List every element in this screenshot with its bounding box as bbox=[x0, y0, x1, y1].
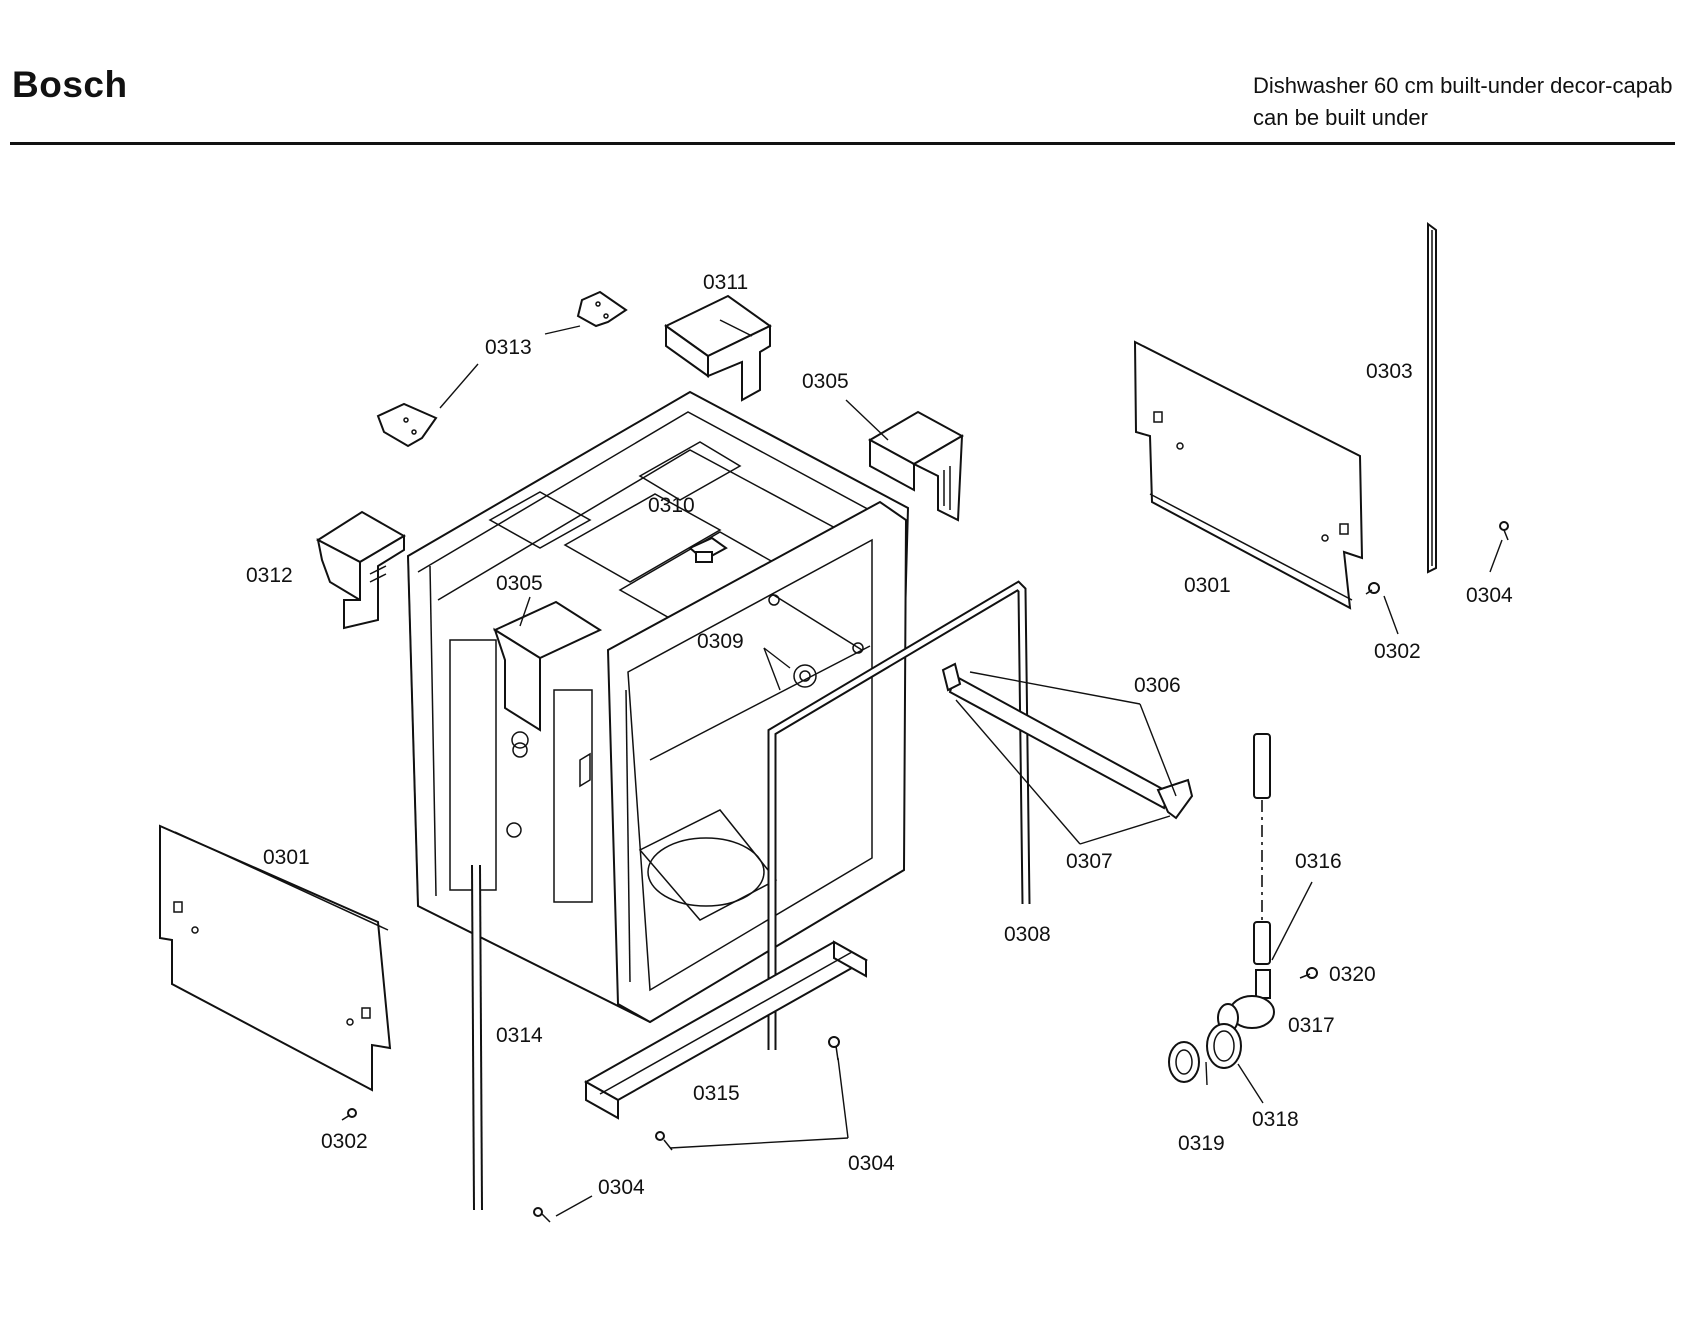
callout-0314: 0314 bbox=[496, 1024, 543, 1047]
side-panel-0301-right bbox=[1133, 340, 1364, 610]
model-description: Dishwasher 60 cm built-under decor-capab… bbox=[1253, 70, 1672, 134]
callout-0313: 0313 bbox=[485, 336, 532, 359]
seal-strip-0314 bbox=[471, 864, 483, 1211]
rail-0315 bbox=[583, 940, 869, 1120]
callout-0306: 0306 bbox=[1134, 674, 1181, 697]
callout-0319: 0319 bbox=[1178, 1132, 1225, 1155]
callout-0320: 0320 bbox=[1329, 963, 1376, 986]
door-seal-0308 bbox=[767, 580, 1031, 1050]
leader-lines bbox=[439, 325, 1503, 1217]
callout-0305-mid: 0305 bbox=[496, 572, 543, 595]
tub-body bbox=[406, 390, 910, 1024]
callout-0302-left: 0302 bbox=[321, 1130, 368, 1153]
callout-0309: 0309 bbox=[697, 630, 744, 653]
callout-0302-right: 0302 bbox=[1374, 640, 1421, 663]
fittings-0317-0319 bbox=[1168, 969, 1275, 1083]
callout-0318: 0318 bbox=[1252, 1108, 1299, 1131]
plates-0313 bbox=[376, 290, 628, 448]
callout-0310: 0310 bbox=[648, 494, 695, 517]
bracket-0312 bbox=[316, 510, 406, 630]
hose-0316 bbox=[1253, 733, 1271, 965]
callout-0311: 0311 bbox=[703, 271, 748, 294]
callout-0316: 0316 bbox=[1295, 850, 1342, 873]
callout-0304-mid: 0304 bbox=[848, 1152, 895, 1175]
screw-0304-bottom bbox=[533, 1207, 551, 1223]
callout-0307: 0307 bbox=[1066, 850, 1113, 873]
screw-0302-right bbox=[1365, 582, 1380, 595]
callout-0315: 0315 bbox=[693, 1082, 740, 1105]
screw-0304-mid-a bbox=[828, 1036, 840, 1061]
model-description-line-1: Dishwasher 60 cm built-under decor-capab bbox=[1253, 73, 1673, 98]
hinge-bar-0306 bbox=[941, 662, 1194, 820]
screw-0304-right bbox=[1499, 521, 1509, 541]
callout-labels: 0311 0313 0305 0303 0310 0312 0305 0301 … bbox=[246, 271, 1513, 1199]
strip-0303 bbox=[1427, 222, 1437, 574]
screw-0304-mid-b bbox=[655, 1131, 673, 1151]
callout-0301-left: 0301 bbox=[263, 846, 310, 869]
callout-0304-bottom: 0304 bbox=[598, 1176, 645, 1199]
callout-0317: 0317 bbox=[1288, 1014, 1335, 1037]
bracket-0311 bbox=[664, 294, 772, 402]
screw-0302-left bbox=[341, 1108, 357, 1121]
bracket-0305-mid bbox=[492, 600, 603, 749]
callout-0305-top: 0305 bbox=[802, 370, 849, 393]
header-divider bbox=[10, 142, 1675, 145]
callout-0304-right: 0304 bbox=[1466, 584, 1513, 607]
side-panel-0301-left bbox=[159, 824, 392, 1092]
clip-0310 bbox=[688, 536, 728, 563]
screw-0320 bbox=[1299, 967, 1318, 979]
callout-0303: 0303 bbox=[1366, 360, 1413, 383]
bracket-0305-top bbox=[867, 410, 965, 522]
brand-title: Bosch bbox=[12, 64, 128, 105]
callout-0301-right: 0301 bbox=[1184, 574, 1231, 597]
callout-0312: 0312 bbox=[246, 564, 293, 587]
callout-0308: 0308 bbox=[1004, 923, 1051, 946]
model-description-line-2: can be built under bbox=[1253, 105, 1428, 130]
